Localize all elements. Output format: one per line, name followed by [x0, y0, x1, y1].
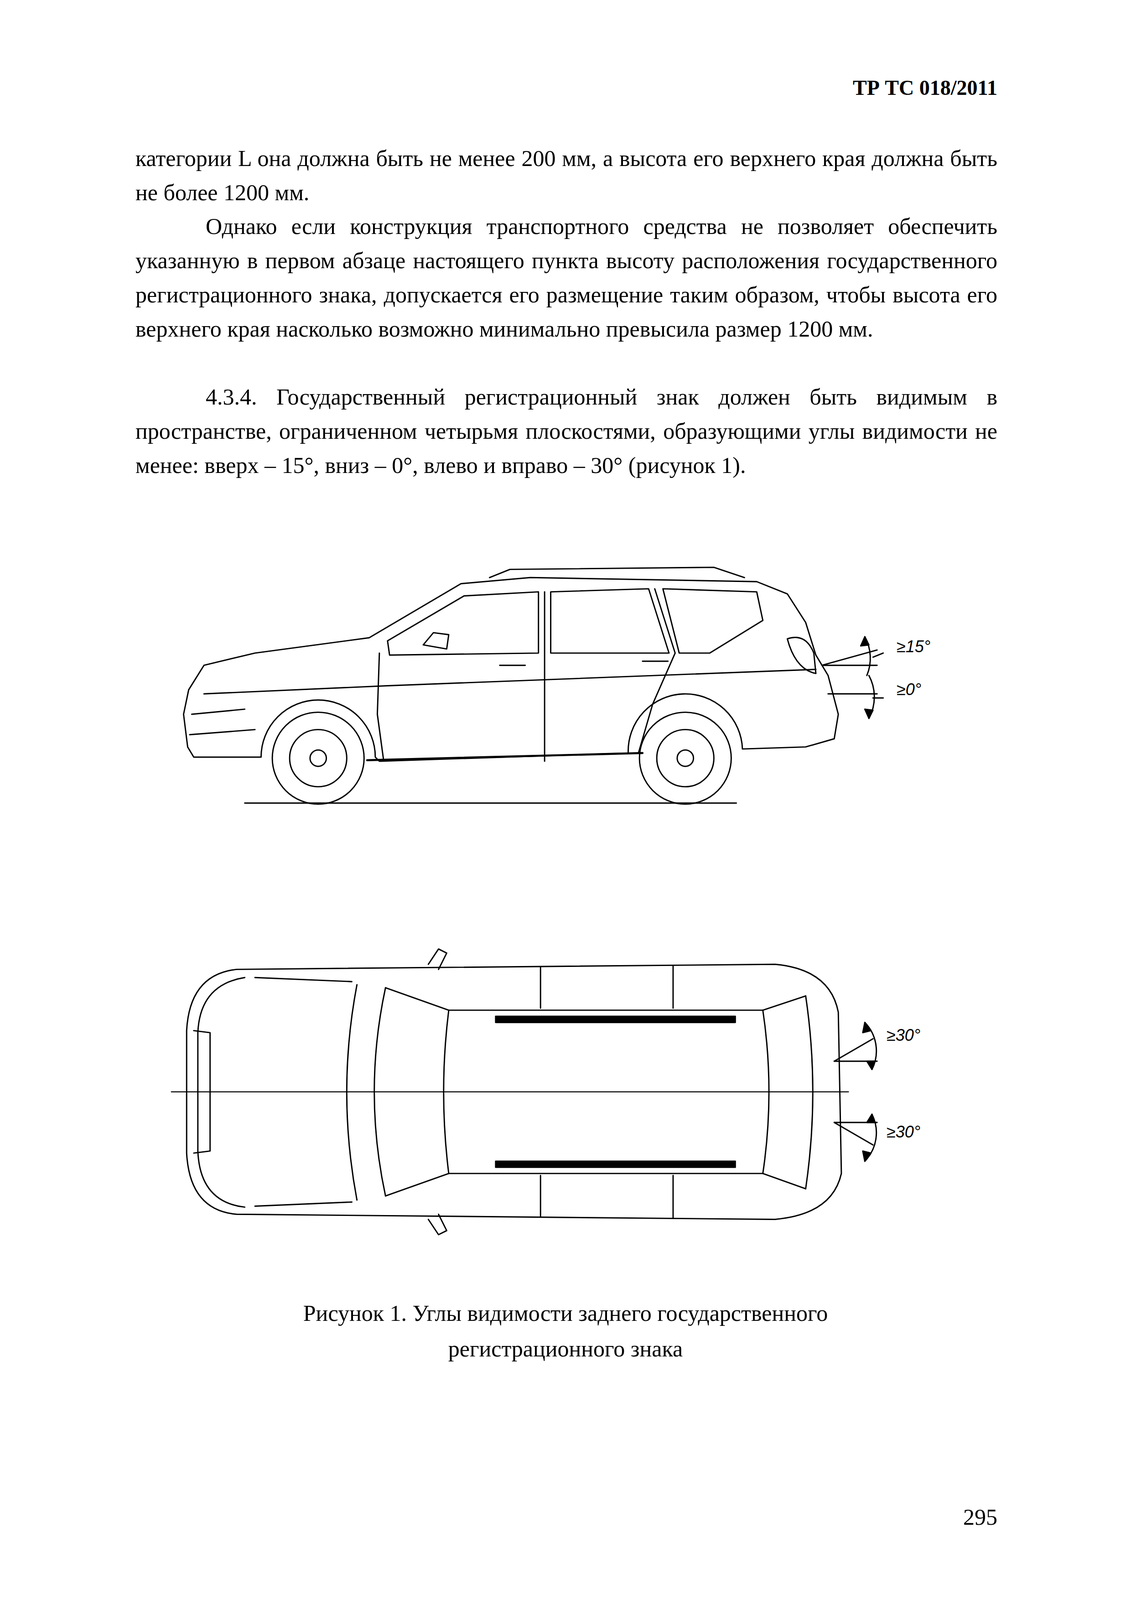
angle-label: ≥30°	[886, 1025, 978, 1046]
body-paragraph: Однако если конструкция транспортного ср…	[135, 209, 998, 347]
angle-label: ≥0°	[896, 679, 988, 700]
page-number: 295	[906, 1503, 998, 1531]
body-paragraph: 4.3.4. Государственный регистрационный з…	[135, 379, 998, 483]
angle-label: ≥30°	[886, 1121, 978, 1142]
figure-caption: Рисунок 1. Углы видимости заднего госуда…	[241, 1295, 890, 1367]
angle-label: ≥15°	[896, 636, 988, 657]
page-header: ТР ТС 018/2011	[775, 75, 998, 101]
body-paragraph: категории L она должна быть не менее 200…	[135, 141, 998, 210]
